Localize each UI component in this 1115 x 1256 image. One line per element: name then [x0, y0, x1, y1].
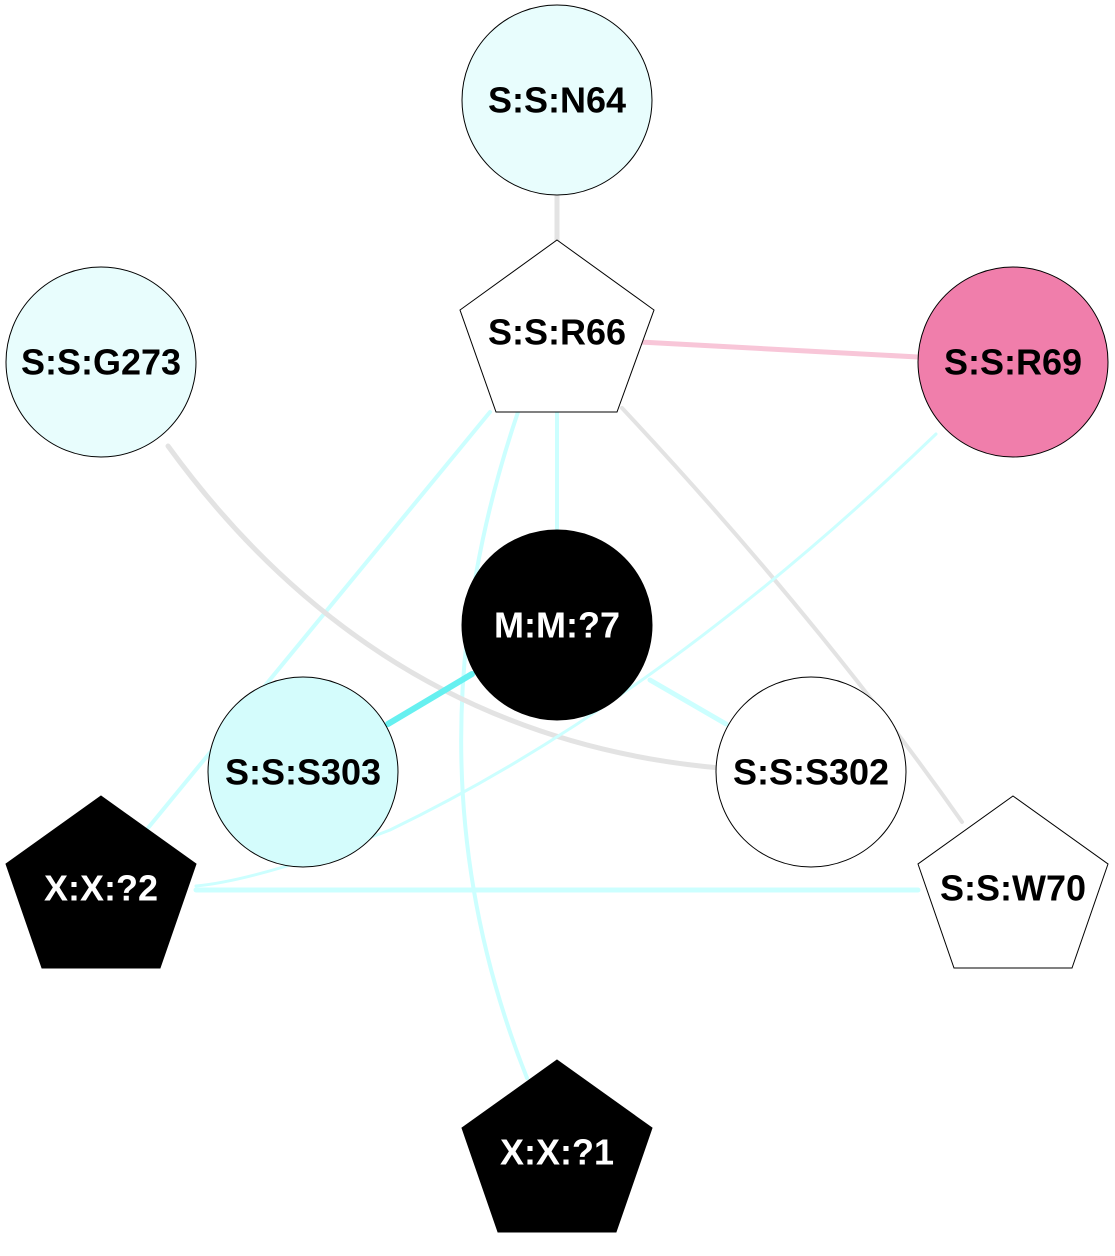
node-s-s-g273[interactable]: S:S:G273	[5, 266, 197, 458]
edge-m7-s302	[647, 677, 729, 727]
edge-r66-r69	[637, 339, 921, 360]
edge-r66-x2	[146, 410, 492, 830]
edge-m7-s303	[385, 671, 475, 727]
node-label: S:S:R66	[488, 312, 626, 353]
node-s-s-s302[interactable]: S:S:S302	[715, 676, 907, 868]
edge-r66-x1	[459, 410, 529, 1080]
node-s-s-r69[interactable]: S:S:R69	[917, 266, 1109, 458]
node-x-x-2[interactable]: X:X:?2	[5, 795, 197, 969]
node-s-s-r66[interactable]: S:S:R66	[459, 239, 655, 413]
node-s-s-w70[interactable]: S:S:W70	[917, 795, 1109, 969]
node-s-s-s303[interactable]: S:S:S303	[207, 676, 399, 868]
node-label: S:S:G273	[21, 342, 181, 383]
edge-g273-s302	[165, 443, 723, 771]
edge-r69-x2	[194, 432, 938, 888]
node-layer: S:S:N64 S:S:R66 S:S:G273 S:S:R69 M:M:?7 …	[5, 4, 1109, 1233]
node-label: S:S:W70	[940, 868, 1086, 909]
node-label: S:S:S303	[225, 752, 381, 793]
edge-layer	[146, 189, 964, 1080]
node-label: M:M:?7	[494, 605, 620, 646]
node-label: S:S:N64	[488, 80, 626, 121]
node-m-m-7[interactable]: M:M:?7	[461, 529, 653, 721]
node-s-s-n64[interactable]: S:S:N64	[461, 4, 653, 196]
edge-r66-w70	[620, 406, 964, 824]
node-x-x-1[interactable]: X:X:?1	[461, 1059, 653, 1233]
node-label: S:S:R69	[944, 342, 1082, 383]
node-label: S:S:S302	[733, 752, 889, 793]
node-label: X:X:?1	[500, 1132, 614, 1173]
node-label: X:X:?2	[44, 868, 158, 909]
